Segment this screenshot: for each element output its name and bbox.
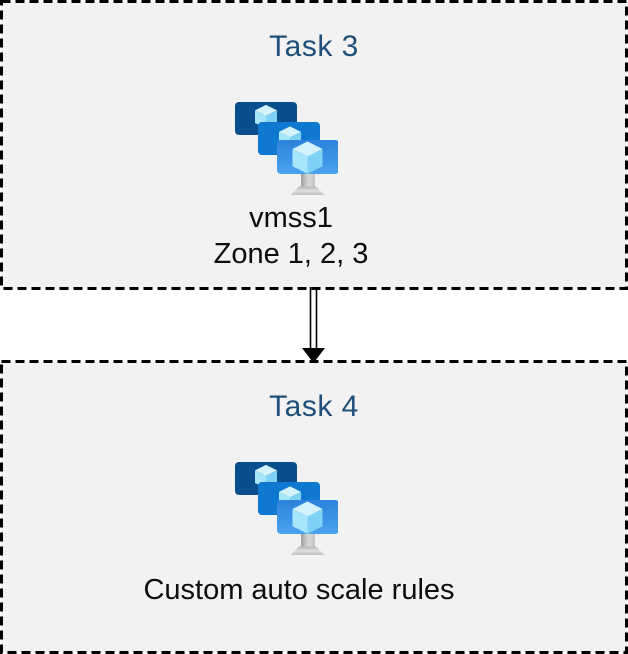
vm-scale-set-icon (235, 102, 338, 196)
task4-title: Task 4 (269, 390, 359, 423)
vmss-name-label: vmss1 (249, 202, 333, 234)
vm-scale-set-icon (235, 462, 338, 556)
task4-box: Task 4 Custom auto scale rules (0, 360, 628, 654)
zones-label: Zone 1, 2, 3 (213, 238, 369, 270)
down-arrow-connector (302, 287, 325, 363)
task3-label-block: vmss1 Zone 1, 2, 3 (0, 200, 582, 272)
autoscale-rules-label: Custom auto scale rules (143, 574, 455, 606)
task4-label-block: Custom auto scale rules (0, 572, 598, 608)
task3-title: Task 3 (269, 30, 359, 63)
task3-box: Task 3 vmss1 Zone 1, 2, 3 (0, 0, 628, 290)
